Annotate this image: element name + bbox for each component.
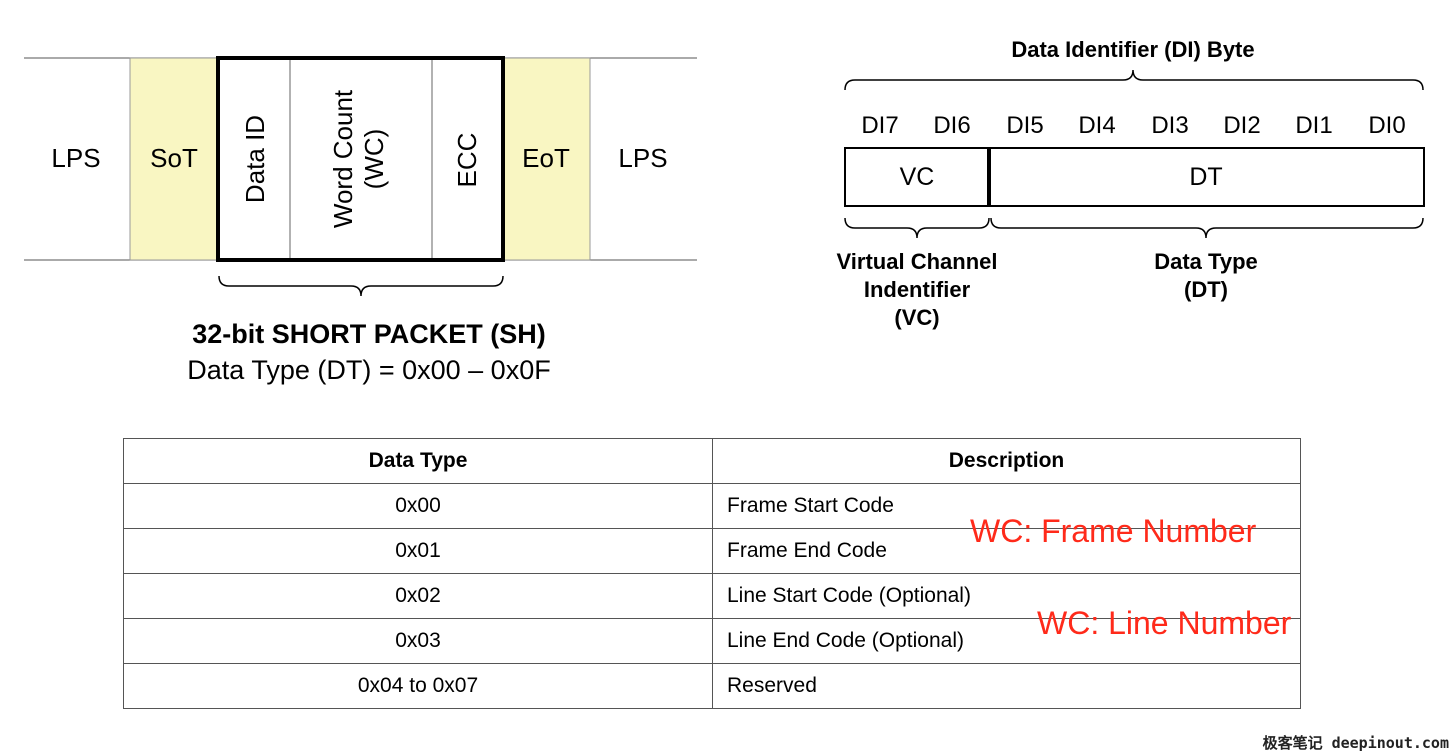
vc-field-label: VC (900, 163, 935, 191)
data-id-label: Data ID (240, 115, 270, 203)
di-byte-diagram: Data Identifier (DI) Byte DI7 DI6 DI5 DI… (837, 37, 1425, 330)
dt-caption-line1: Data Type (1154, 249, 1258, 274)
data-type-cell: 0x04 to 0x07 (123, 663, 713, 709)
line-number-annotation: WC: Line Number (1037, 605, 1292, 641)
packet-caption-title: 32-bit SHORT PACKET (SH) (192, 319, 546, 349)
description-cell: Line Start Code (Optional) (712, 573, 1301, 619)
bit-label-di5: DI5 (1006, 112, 1043, 139)
header-data-type: Data Type (123, 438, 713, 484)
bit-label-di1: DI1 (1295, 112, 1332, 139)
vc-caption-line3: (VC) (894, 305, 939, 330)
bit-label-di6: DI6 (933, 112, 970, 139)
lps-right-label: LPS (618, 143, 667, 173)
vc-caption-line1: Virtual Channel (837, 249, 998, 274)
bit-label-di4: DI4 (1078, 112, 1115, 139)
eot-box (502, 57, 591, 261)
frame-number-annotation: WC: Frame Number (970, 513, 1257, 549)
vc-caption-line2: Indentifier (864, 277, 971, 302)
table-row: 0x03 Line End Code (Optional) (123, 618, 1301, 664)
di-byte-title: Data Identifier (DI) Byte (1011, 37, 1254, 62)
description-cell: Frame End Code (712, 528, 1301, 574)
table-row: 0x02 Line Start Code (Optional) (123, 573, 1301, 619)
dt-caption-line2: (DT) (1184, 277, 1228, 302)
description-cell: Line End Code (Optional) (712, 618, 1301, 664)
data-type-table: Data Type Description 0x00 Frame Start C… (123, 438, 1301, 709)
packet-caption-subtitle: Data Type (DT) = 0x00 – 0x0F (187, 355, 550, 385)
short-packet-diagram: LPS SoT EoT LPS Data ID Word Count (WC) … (24, 56, 697, 385)
lps-left-label: LPS (51, 143, 100, 173)
table-row: 0x04 to 0x07 Reserved (123, 663, 1301, 709)
data-type-cell: 0x03 (123, 618, 713, 664)
data-type-cell: 0x02 (123, 573, 713, 619)
bit-label-di2: DI2 (1223, 112, 1260, 139)
sot-label: SoT (150, 143, 198, 173)
packet-brace (218, 275, 504, 297)
bit-label-di7: DI7 (861, 112, 898, 139)
table-row: 0x00 Frame Start Code (123, 483, 1301, 529)
sot-box (129, 57, 218, 261)
description-cell: Reserved (712, 663, 1301, 709)
bit-label-di3: DI3 (1151, 112, 1188, 139)
data-type-cell: 0x00 (123, 483, 713, 529)
word-count-abbr: (WC) (359, 129, 389, 190)
vc-field (844, 147, 990, 207)
vc-brace (844, 217, 990, 239)
dt-brace (990, 217, 1424, 239)
dt-field-label: DT (1189, 163, 1222, 191)
bit-label-di0: DI0 (1368, 112, 1405, 139)
ecc-label: ECC (452, 133, 482, 188)
packet-box (216, 56, 505, 262)
table-row: 0x01 Frame End Code (123, 528, 1301, 574)
data-type-cell: 0x01 (123, 528, 713, 574)
table-header-row: Data Type Description (123, 438, 1301, 484)
eot-label: EoT (522, 143, 570, 173)
di-bit-labels: DI7 DI6 DI5 DI4 DI3 DI2 DI1 DI0 (861, 112, 1405, 139)
header-description: Description (712, 438, 1301, 484)
watermark: 极客笔记 deepinout.com (1262, 734, 1449, 752)
word-count-label: Word Count (328, 89, 358, 228)
di-byte-brace (844, 69, 1424, 91)
